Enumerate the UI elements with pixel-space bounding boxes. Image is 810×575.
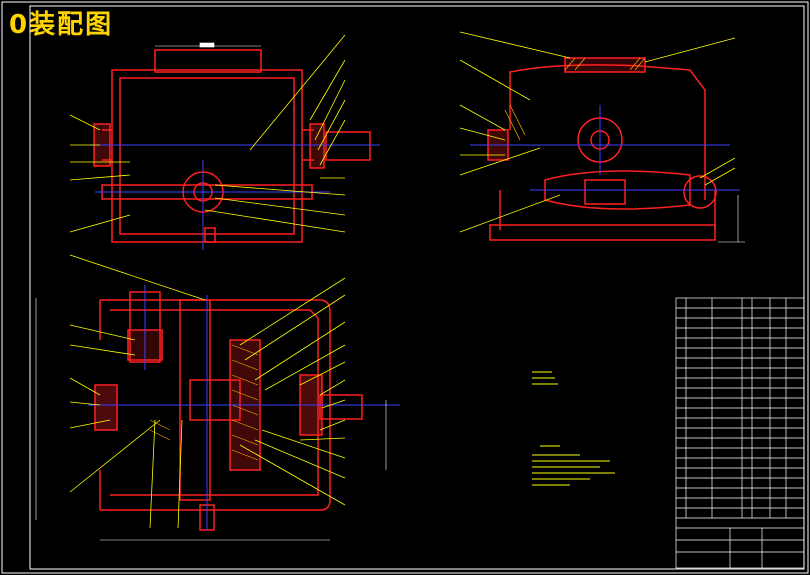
top-view-dimensions: [155, 42, 261, 48]
drawing-title: 0装配图: [9, 10, 114, 40]
side-view-dimensions: [718, 195, 745, 243]
parts-list-rows: [676, 307, 804, 519]
plan-view-centerlines: [88, 285, 400, 530]
inner-frame: [29, 5, 805, 570]
parts-list-table: [675, 297, 805, 569]
side-view: [487, 57, 717, 241]
technical-notes: [532, 371, 615, 486]
plan-view-dimensions: [35, 298, 387, 541]
plan-view-hatch: [149, 344, 259, 461]
top-view-leaders: [69, 34, 346, 233]
side-view-centerlines: [470, 105, 740, 191]
plan-view-leaders: [69, 254, 346, 529]
side-view-hatch: [504, 57, 646, 141]
plan-view: [94, 291, 363, 531]
top-view-centerlines: [90, 144, 380, 250]
side-view-leaders: [459, 31, 736, 233]
